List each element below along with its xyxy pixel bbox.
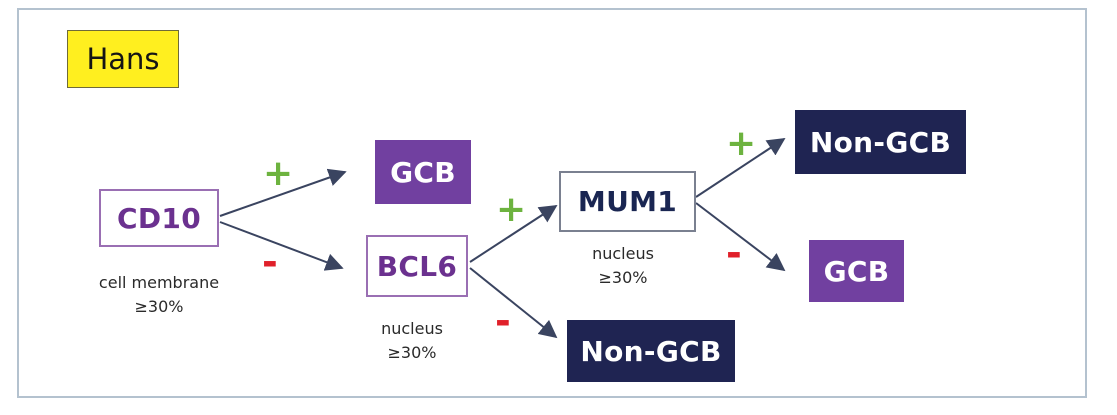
sign-mum1-negative: -: [726, 231, 742, 275]
cd10-criteria: cell membrane ≥30%: [98, 273, 220, 316]
diagram-title: Hans: [67, 30, 179, 88]
arrow-mum1-to-gcb: [695, 202, 786, 272]
node-cd10: CD10: [99, 189, 219, 247]
node-cd10-label: CD10: [117, 201, 201, 235]
node-mum1-label: MUM1: [577, 185, 678, 218]
node-nongcb-top-label: Non-GCB: [809, 125, 952, 159]
bcl6-criteria: nucleus ≥30%: [381, 319, 443, 362]
node-bcl6-label: BCL6: [376, 249, 458, 283]
arrow-bcl6-to-mum1: [469, 205, 558, 263]
arrow-cd10-to-gcb: [219, 168, 347, 217]
node-gcb-top: GCB: [375, 140, 471, 204]
sign-cd10-positive: +: [263, 153, 294, 194]
arrow-cd10-to-bcl6: [219, 221, 344, 271]
node-gcb-right-label: GCB: [823, 254, 890, 288]
node-nongcb-top: Non-GCB: [795, 110, 966, 174]
node-bcl6: BCL6: [366, 235, 468, 297]
mum1-criteria: nucleus ≥30%: [592, 244, 654, 287]
sign-mum1-positive: +: [726, 123, 757, 164]
node-mum1: MUM1: [559, 171, 696, 232]
sign-bcl6-negative: -: [495, 299, 511, 343]
node-nongcb-bottom: Non-GCB: [567, 320, 735, 382]
arrow-bcl6-to-nongcb: [469, 267, 558, 339]
sign-cd10-negative: -: [262, 240, 278, 284]
sign-bcl6-positive: +: [496, 189, 527, 230]
node-gcb-right: GCB: [809, 240, 904, 302]
arrow-mum1-to-nongcb: [695, 138, 786, 198]
node-gcb-top-label: GCB: [390, 155, 456, 189]
node-nongcb-bottom-label: Non-GCB: [580, 334, 722, 368]
